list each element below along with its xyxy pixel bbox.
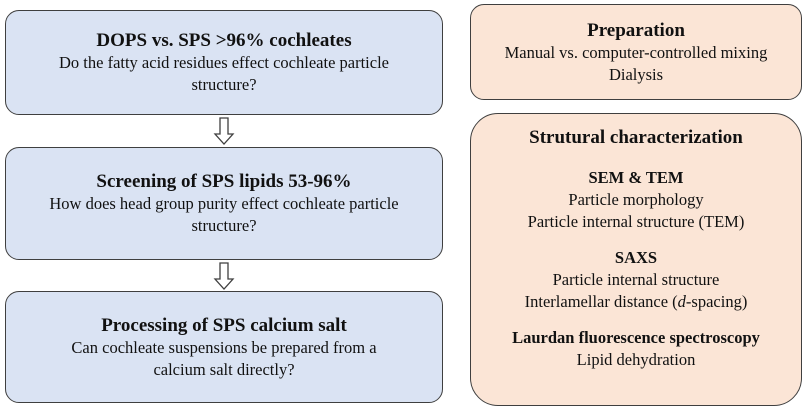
box-line: How does head group purity effect cochle… [49,194,399,213]
section-line: Particle morphology [568,190,704,209]
d-spacing-italic: d [677,292,686,311]
characterization-box: Strutural characterization SEM & TEM Par… [470,113,802,406]
box-title: Processing of SPS calcium salt [101,314,347,336]
preparation-line: Dialysis [608,64,664,84]
characterization-title: Strutural characterization [529,127,743,148]
question-box-screening: Screening of SPS lipids 53-96% How does … [5,147,443,260]
section-line: Particle internal structure (TEM) [527,212,745,231]
d-spacing-prefix: Interlamellar distance ( [524,292,678,311]
section-heading-laurdan: Laurdan fluorescence spectroscopy [512,328,760,347]
section-heading-sem-tem: SEM & TEM [588,168,684,187]
box-line: structure? [191,216,257,235]
box-title: Screening of SPS lipids 53-96% [96,171,352,192]
section-line: Particle internal structure [552,270,720,289]
down-arrow-icon [213,117,235,145]
d-spacing-suffix: -spacing) [685,292,748,311]
box-line: structure? [191,75,257,94]
question-box-dops-vs-sps: DOPS vs. SPS >96% cochleates Do the fatt… [5,10,443,115]
box-line: calcium salt directly? [153,359,295,379]
box-title: DOPS vs. SPS >96% cochleates [96,30,352,51]
section-line-d-spacing: Interlamellar distance (d-spacing) [525,291,748,313]
down-arrow-icon [213,262,235,290]
preparation-title: Preparation [587,19,685,41]
section-line: Lipid dehydration [576,350,696,369]
preparation-box: Preparation Manual vs. computer-controll… [470,4,802,100]
preparation-line: Manual vs. computer-controlled mixing [504,42,768,62]
question-box-calcium-salt: Processing of SPS calcium salt Can cochl… [5,291,443,403]
section-heading-saxs: SAXS [614,248,658,267]
box-line: Do the fatty acid residues effect cochle… [59,53,389,72]
box-line: Can cochleate suspensions be prepared fr… [71,337,377,357]
